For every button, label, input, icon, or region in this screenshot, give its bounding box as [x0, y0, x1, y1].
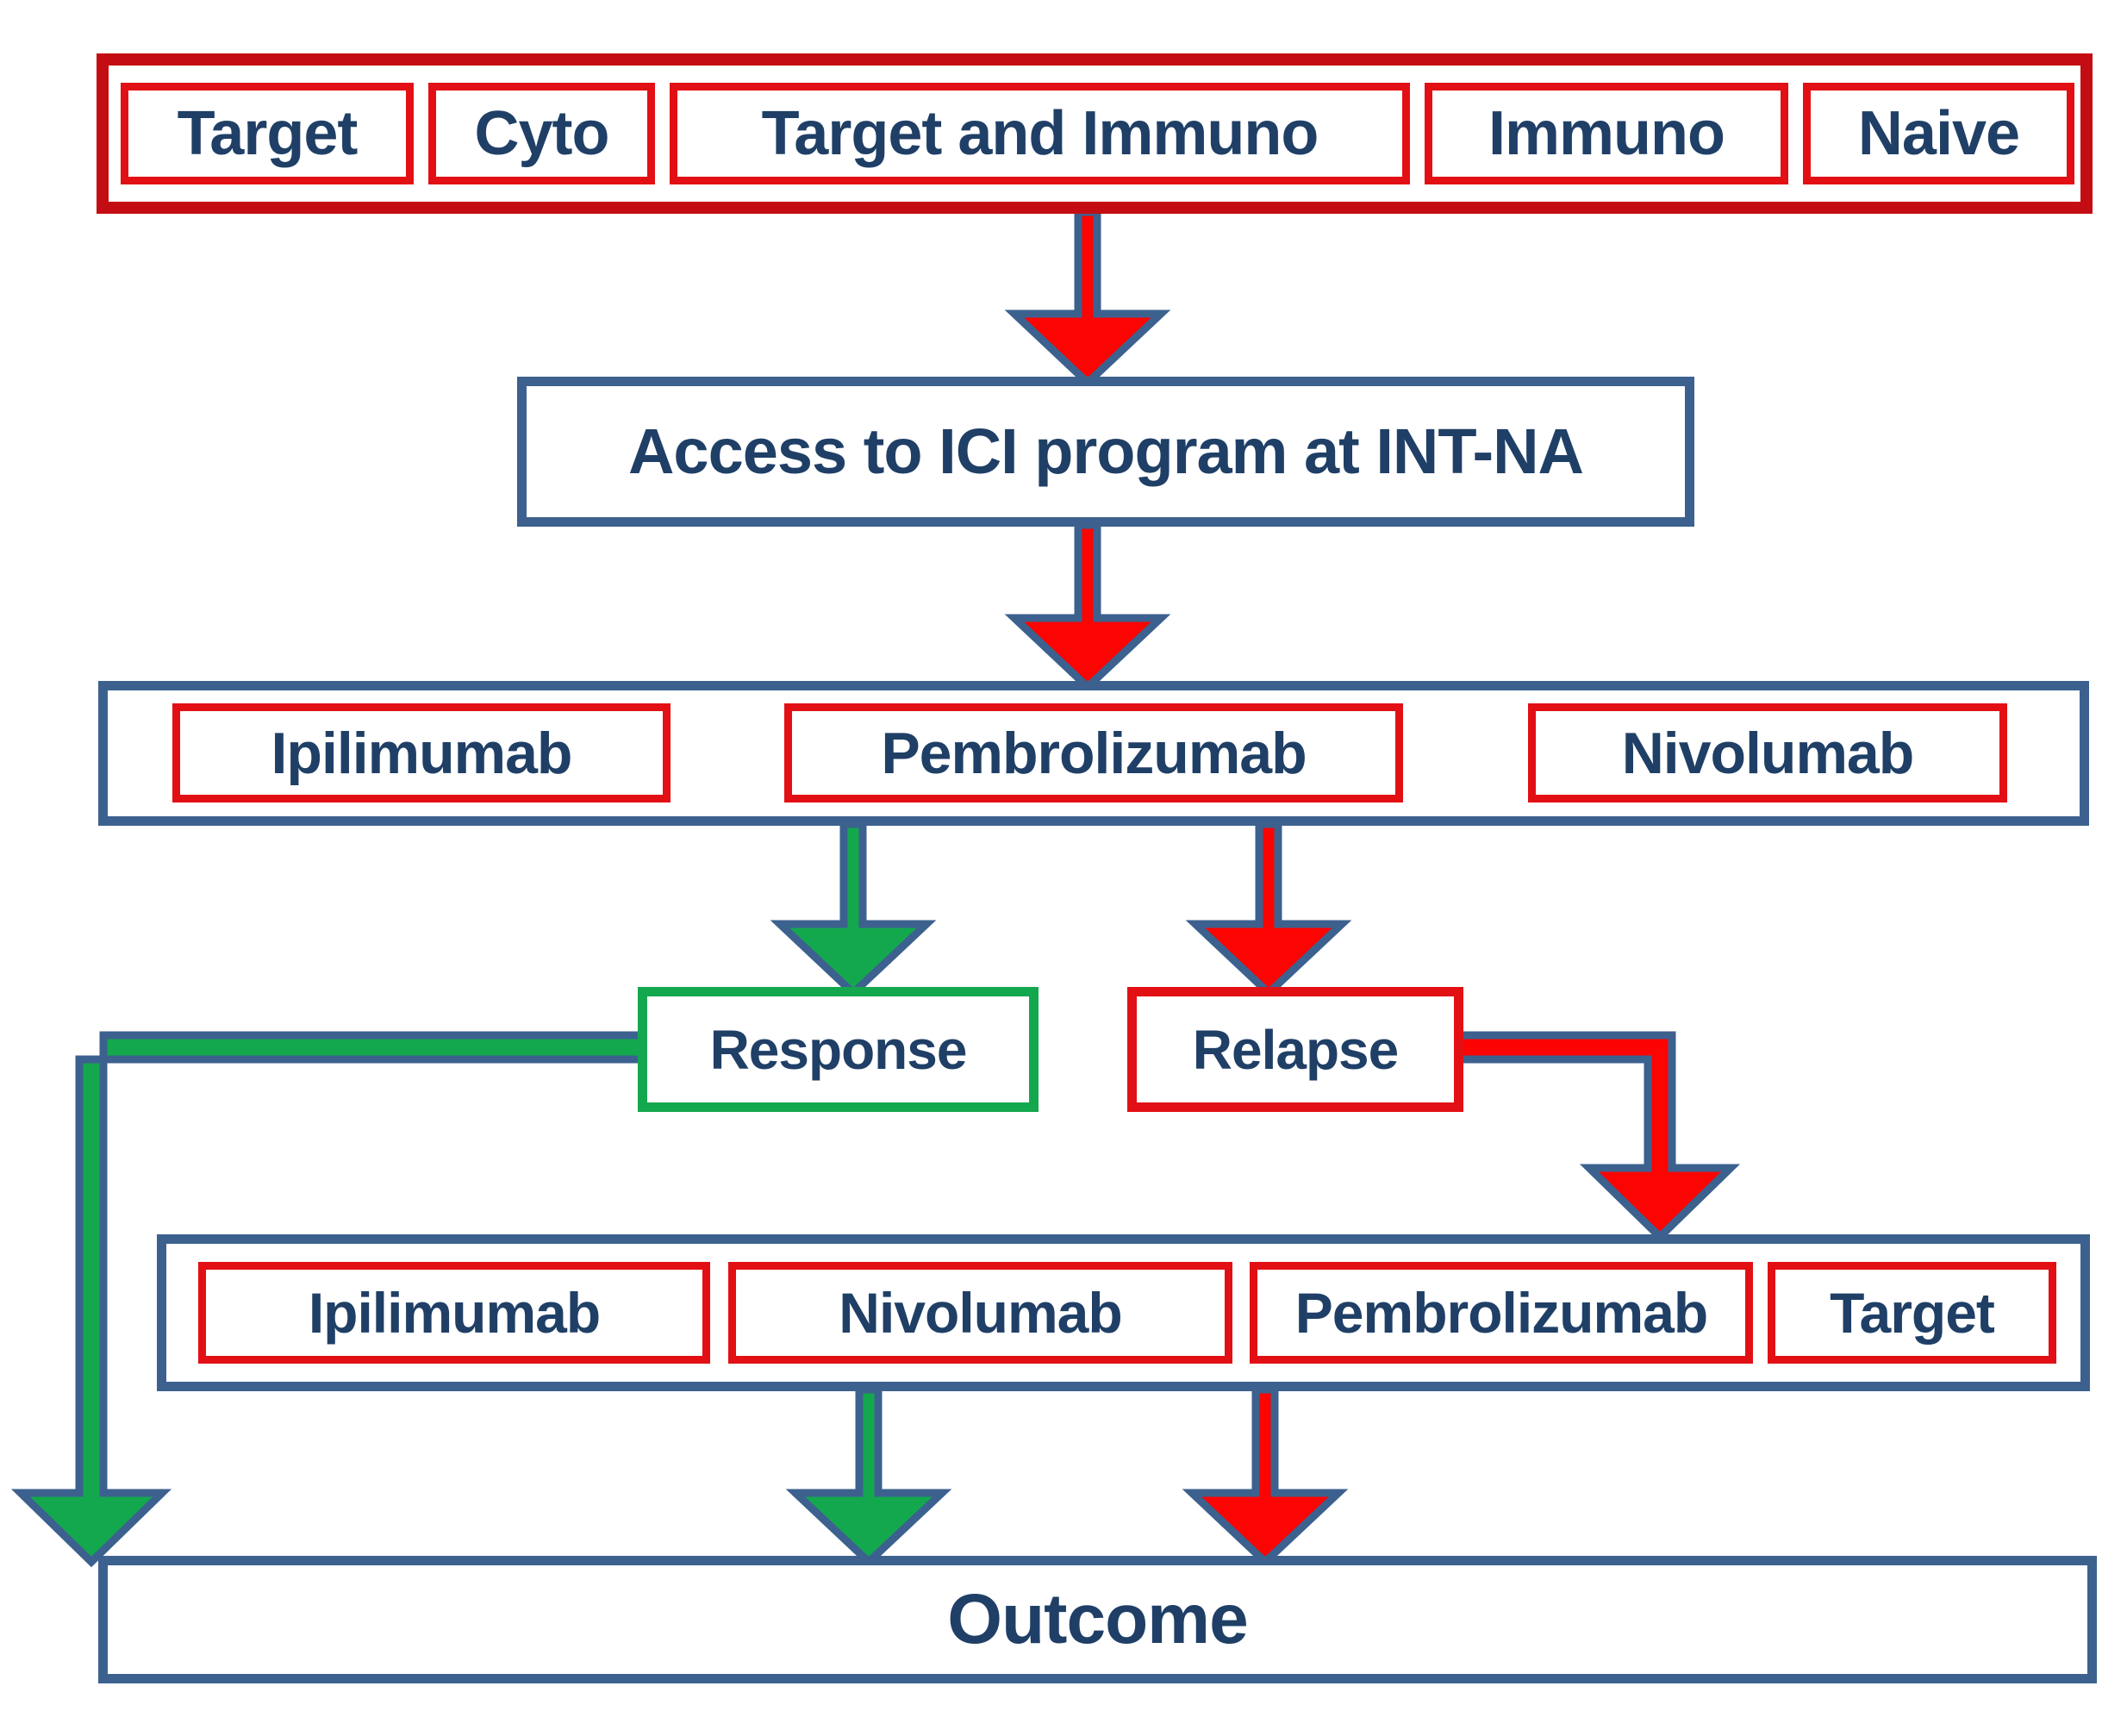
second-line-ipilimumab: Ipilimumab: [198, 1262, 710, 1364]
prior-therapy-target-and-immuno: Target and Immuno: [670, 83, 1410, 184]
prior-therapy-immuno: Immuno: [1425, 83, 1788, 184]
second-line-pembrolizumab: Pembrolizumab: [1250, 1262, 1753, 1364]
prior-therapy-target-label: Target: [177, 99, 359, 168]
outcome-box: Outcome: [98, 1556, 2097, 1683]
prior-therapy-naive: Naive: [1803, 83, 2074, 184]
prior-therapy-naive-label: Naive: [1857, 99, 2020, 168]
second-line-ipilimumab-label: Ipilimumab: [308, 1281, 601, 1345]
second-line-nivolumab-label: Nivolumab: [839, 1281, 1122, 1345]
elbow-relapse-to-secondline: [1452, 1031, 1741, 1243]
response-label: Response: [709, 1018, 968, 1081]
access-ici-program-label: Access to ICI program at INT-NA: [627, 415, 1584, 487]
arrow-secondline-to-outcome-green: [785, 1385, 952, 1568]
prior-therapy-container: Target Cyto Target and Immuno Immuno Nai…: [97, 53, 2093, 214]
first-line-pembrolizumab: Pembrolizumab: [784, 703, 1403, 802]
prior-therapy-target-and-immuno-label: Target and Immuno: [761, 99, 1319, 168]
access-ici-program-box: Access to ICI program at INT-NA: [517, 377, 1694, 527]
first-line-ipilimumab-label: Ipilimumab: [271, 720, 573, 786]
relapse-box: Relapse: [1127, 987, 1463, 1112]
first-line-drugs-container: Ipilimumab Pembrolizumab Nivolumab: [98, 681, 2089, 826]
first-line-nivolumab: Nivolumab: [1528, 703, 2007, 802]
arrow-firstline-to-response: [770, 820, 937, 999]
prior-therapy-cyto: Cyto: [428, 83, 655, 184]
response-box: Response: [638, 987, 1039, 1112]
prior-therapy-target: Target: [121, 83, 414, 184]
arrow-access-to-firstline: [1004, 521, 1171, 693]
second-line-pembrolizumab-label: Pembrolizumab: [1294, 1281, 1708, 1345]
second-line-target-label: Target: [1830, 1281, 1995, 1345]
arrow-firstline-to-relapse: [1185, 820, 1352, 999]
arrow-stage1-to-access: [1004, 208, 1171, 389]
outcome-label: Outcome: [947, 1580, 1248, 1658]
second-line-drugs-container: Ipilimumab Nivolumab Pembrolizumab Targe…: [157, 1234, 2090, 1391]
first-line-pembrolizumab-label: Pembrolizumab: [881, 720, 1307, 786]
second-line-target: Target: [1768, 1262, 2056, 1364]
relapse-label: Relapse: [1192, 1018, 1399, 1081]
prior-therapy-cyto-label: Cyto: [474, 99, 610, 168]
elbow-response-to-outcome: [10, 1031, 651, 1568]
second-line-nivolumab: Nivolumab: [728, 1262, 1232, 1364]
first-line-ipilimumab: Ipilimumab: [172, 703, 671, 802]
first-line-nivolumab-label: Nivolumab: [1621, 720, 1915, 786]
prior-therapy-immuno-label: Immuno: [1488, 99, 1725, 168]
arrow-secondline-to-outcome-red: [1182, 1385, 1349, 1568]
